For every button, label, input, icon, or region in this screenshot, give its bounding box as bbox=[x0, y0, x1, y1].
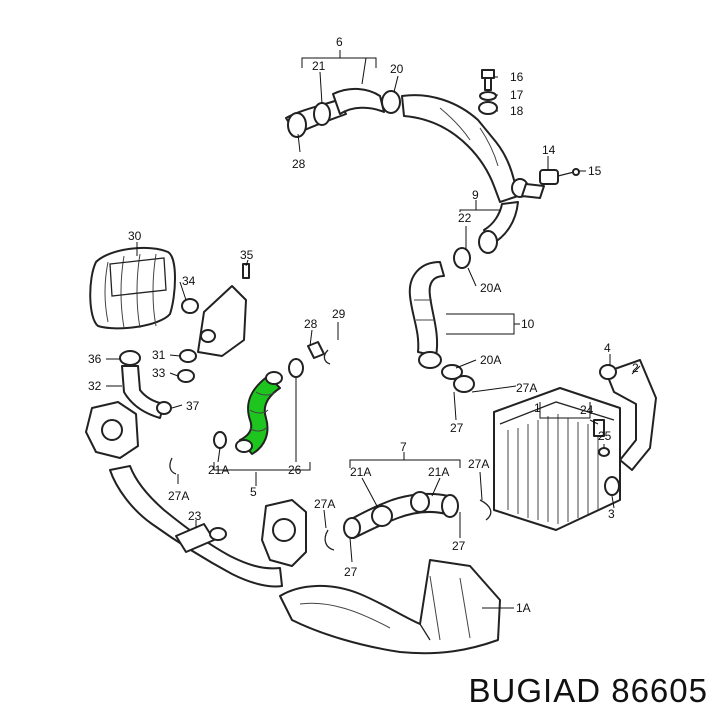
label-20A-upper: 20A bbox=[480, 281, 501, 295]
label-7: 7 bbox=[400, 440, 407, 454]
label-36: 36 bbox=[88, 352, 102, 366]
label-27A-lower-left: 27A bbox=[314, 497, 335, 511]
label-34: 34 bbox=[182, 274, 196, 288]
label-20A-lower: 20A bbox=[480, 353, 501, 367]
label-17: 17 bbox=[510, 88, 524, 102]
label-5: 5 bbox=[250, 485, 257, 499]
label-15: 15 bbox=[588, 164, 602, 178]
highlighted-hose-5 bbox=[235, 371, 283, 455]
air-duct-1A bbox=[279, 559, 501, 655]
label-29: 29 bbox=[332, 307, 346, 321]
label-3: 3 bbox=[608, 507, 615, 521]
label-27A-left: 27A bbox=[168, 489, 189, 503]
bracket-34-35 bbox=[181, 263, 250, 357]
label-27-lower-left: 27 bbox=[344, 565, 358, 579]
center-flange bbox=[261, 499, 307, 567]
intercooler bbox=[493, 387, 621, 531]
label-23: 23 bbox=[188, 509, 202, 523]
label-37: 37 bbox=[186, 399, 200, 413]
sensor-14-15 bbox=[521, 168, 580, 199]
label-21A-lower-right: 21A bbox=[428, 465, 449, 479]
mounting-bracket bbox=[593, 359, 657, 496]
label-25: 25 bbox=[598, 429, 612, 443]
middle-hose-assembly bbox=[408, 201, 519, 393]
label-10: 10 bbox=[521, 317, 535, 331]
label-27A-right: 27A bbox=[516, 381, 537, 395]
label-21A-left: 21A bbox=[208, 463, 229, 477]
lower-left-pipe bbox=[85, 401, 283, 588]
label-27-lower-right: 27 bbox=[452, 539, 466, 553]
label-14: 14 bbox=[542, 143, 556, 157]
label-24: 24 bbox=[580, 403, 594, 417]
label-31: 31 bbox=[152, 348, 166, 362]
label-21: 21 bbox=[312, 59, 326, 73]
label-28-mid: 28 bbox=[304, 317, 318, 331]
part-number-caption: BUGIAD 86605 bbox=[468, 672, 708, 709]
label-9: 9 bbox=[472, 188, 479, 202]
label-35: 35 bbox=[240, 248, 254, 262]
label-33: 33 bbox=[152, 366, 166, 380]
leader-lines bbox=[106, 50, 641, 609]
label-1: 1 bbox=[534, 401, 541, 415]
label-4: 4 bbox=[604, 341, 611, 355]
resonator-30 bbox=[89, 246, 176, 330]
label-28-top: 28 bbox=[292, 157, 306, 171]
label-18: 18 bbox=[510, 104, 524, 118]
label-26: 26 bbox=[288, 463, 302, 477]
label-30: 30 bbox=[128, 229, 142, 243]
label-1A: 1A bbox=[516, 601, 531, 615]
label-2: 2 bbox=[632, 361, 639, 375]
label-32: 32 bbox=[88, 379, 102, 393]
label-27A-lower-right: 27A bbox=[468, 457, 489, 471]
label-27-right: 27 bbox=[450, 421, 464, 435]
label-6: 6 bbox=[336, 35, 343, 49]
bolt-assembly-16-18 bbox=[478, 69, 498, 115]
elbow-32 bbox=[119, 349, 197, 419]
label-20: 20 bbox=[390, 62, 404, 76]
label-21A-lower-left: 21A bbox=[350, 465, 371, 479]
callout-labels: 6 21 20 16 17 18 28 14 15 9 22 20A 10 20… bbox=[88, 35, 639, 615]
top-hose-assembly bbox=[285, 88, 529, 203]
lower-hose-7 bbox=[324, 491, 492, 551]
label-16: 16 bbox=[510, 70, 524, 84]
label-22: 22 bbox=[458, 211, 472, 225]
